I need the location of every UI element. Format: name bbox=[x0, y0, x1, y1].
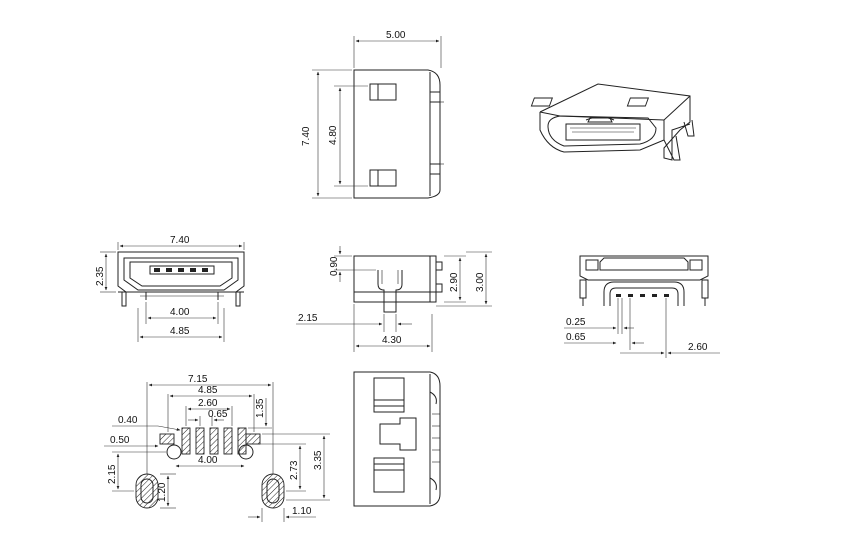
dim-fp-715: 7.15 bbox=[188, 374, 208, 385]
front-contacts bbox=[154, 268, 208, 272]
dim-fp-260: 2.60 bbox=[198, 398, 218, 409]
dim-top-width: 5.00 bbox=[386, 30, 406, 41]
dim-fp-215: 2.15 bbox=[107, 464, 118, 484]
dim-fp-120: 1.20 bbox=[157, 482, 168, 502]
dim-rear-pitch1: 0.25 bbox=[566, 317, 586, 328]
rear-view: 0.25 0.65 2.60 bbox=[564, 255, 720, 358]
dim-fp-273: 2.73 bbox=[289, 460, 300, 480]
dim-fp-050: 0.50 bbox=[110, 435, 130, 446]
dim-fp-110: 1.10 bbox=[292, 506, 312, 517]
iso-view bbox=[530, 83, 695, 161]
dim-side-top: 0.90 bbox=[329, 256, 340, 276]
dim-fp-400: 4.00 bbox=[198, 455, 218, 466]
rear-contacts bbox=[616, 294, 669, 297]
side-view: 0.90 2.90 3.00 2.15 4.30 bbox=[296, 246, 492, 352]
dim-side-h1: 2.90 bbox=[449, 272, 460, 292]
dim-rear-width: 2.60 bbox=[688, 342, 708, 353]
front-view: 7.40 2.35 4.00 4.85 bbox=[95, 235, 245, 342]
footprint-pads bbox=[181, 427, 247, 455]
dim-top-inner: 4.80 bbox=[328, 125, 339, 145]
top-view: 5.00 7.40 4.80 bbox=[301, 30, 444, 199]
dim-fp-485: 4.85 bbox=[198, 385, 218, 396]
dim-side-offset: 2.15 bbox=[298, 313, 318, 324]
dim-rear-pitch2: 0.65 bbox=[566, 332, 586, 343]
dim-front-outer-span: 4.85 bbox=[170, 326, 190, 337]
dim-front-pin-span: 4.00 bbox=[170, 307, 190, 318]
dim-front-width: 7.40 bbox=[170, 235, 190, 246]
dim-fp-335: 3.35 bbox=[313, 450, 324, 470]
dim-fp-040: 0.40 bbox=[118, 415, 138, 426]
dim-side-depth: 4.30 bbox=[382, 335, 402, 346]
dim-top-height: 7.40 bbox=[301, 126, 312, 146]
dim-fp-135: 1.35 bbox=[255, 398, 266, 418]
dim-side-h2: 3.00 bbox=[475, 272, 486, 292]
dim-front-height: 2.35 bbox=[95, 266, 106, 286]
footprint-view: 7.15 4.85 2.60 0.65 1.35 0.40 0.50 4.00 bbox=[104, 374, 330, 522]
dim-fp-065: 0.65 bbox=[208, 409, 228, 420]
bottom-view bbox=[353, 371, 441, 507]
